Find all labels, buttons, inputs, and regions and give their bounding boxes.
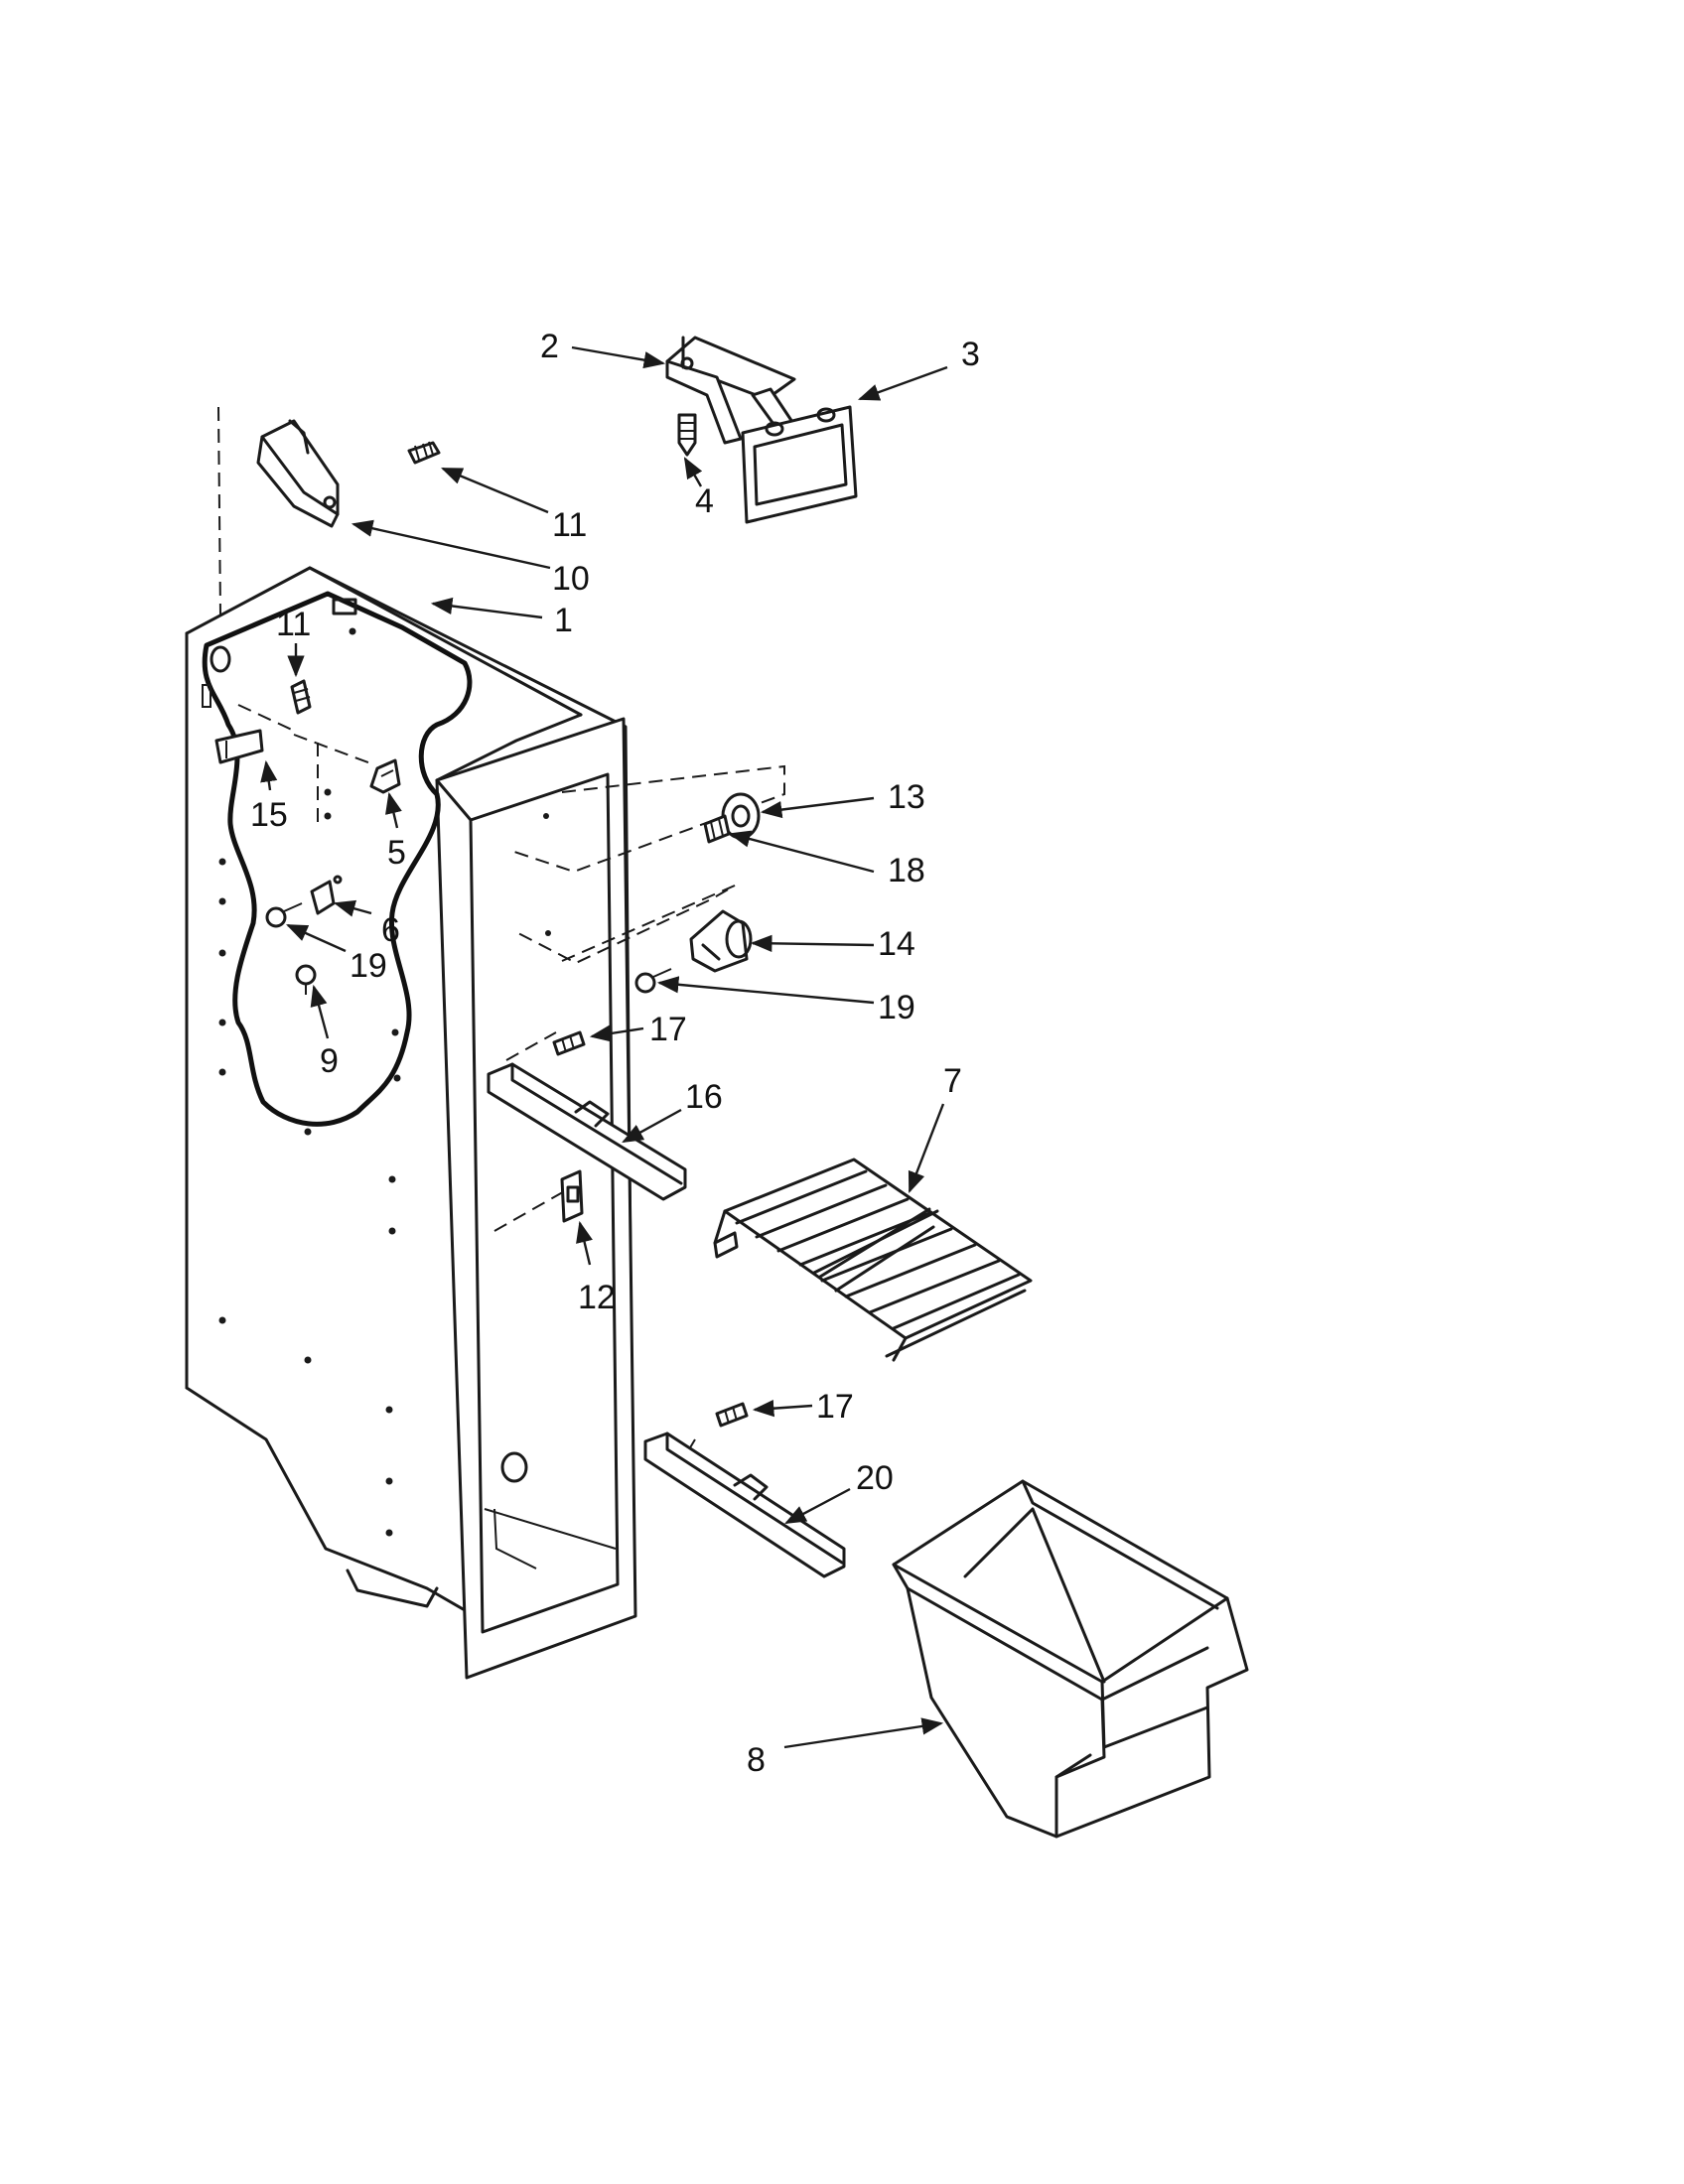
rail-part-20	[643, 1432, 846, 1578]
screw-part-11-lower	[290, 679, 312, 715]
screw-part-19-left	[265, 902, 303, 928]
screw-part-17-upper	[552, 1030, 586, 1056]
leader-lines	[260, 345, 948, 1749]
plug-part-9	[295, 964, 317, 995]
callout-20: 20	[856, 1459, 894, 1497]
callout-16: 16	[685, 1078, 723, 1116]
screw-part-4	[677, 413, 697, 457]
rail-part-16	[487, 1062, 687, 1201]
latch-part-5	[369, 758, 401, 794]
callout-9: 9	[320, 1042, 339, 1080]
callout-2: 2	[540, 328, 559, 365]
screw-part-11-upper	[407, 441, 441, 465]
callout-5: 5	[387, 834, 406, 872]
callout-19-right: 19	[878, 989, 915, 1026]
hinge-bracket-part-10	[256, 419, 340, 528]
callout-18: 18	[888, 852, 925, 889]
callout-11-lower: 11	[276, 606, 311, 643]
callout-3: 3	[961, 336, 980, 373]
clip-part-15	[214, 729, 264, 764]
callout-15: 15	[250, 796, 288, 834]
wire-shelf-part-7	[713, 1158, 1033, 1362]
bracket-part-2	[665, 336, 796, 445]
screw-part-18	[703, 814, 731, 844]
switch-part-12	[560, 1169, 584, 1223]
callout-1: 1	[554, 602, 573, 639]
bin-part-8	[892, 1479, 1249, 1839]
callout-11-upper: 11	[552, 506, 587, 544]
screw-part-19-right	[634, 968, 672, 994]
support-part-14	[689, 909, 753, 973]
callout-6: 6	[381, 911, 400, 949]
callout-12: 12	[578, 1279, 616, 1316]
screw-part-17-lower	[715, 1402, 749, 1428]
callout-7: 7	[943, 1062, 962, 1100]
callout-19-left: 19	[350, 947, 387, 985]
callout-8: 8	[747, 1741, 766, 1779]
callout-14: 14	[878, 925, 915, 963]
callout-4: 4	[695, 482, 714, 520]
callout-10: 10	[552, 560, 590, 598]
callout-13: 13	[888, 778, 925, 816]
callout-17-lower: 17	[816, 1388, 854, 1426]
cover-part-3	[741, 405, 858, 524]
callout-17-upper: 17	[649, 1011, 687, 1048]
freezer-liner-part-1	[185, 406, 785, 1680]
callout-labels: 2 3 4 11 10 1 11 15 5 6 19 9 13 18 14 19…	[250, 328, 980, 1779]
